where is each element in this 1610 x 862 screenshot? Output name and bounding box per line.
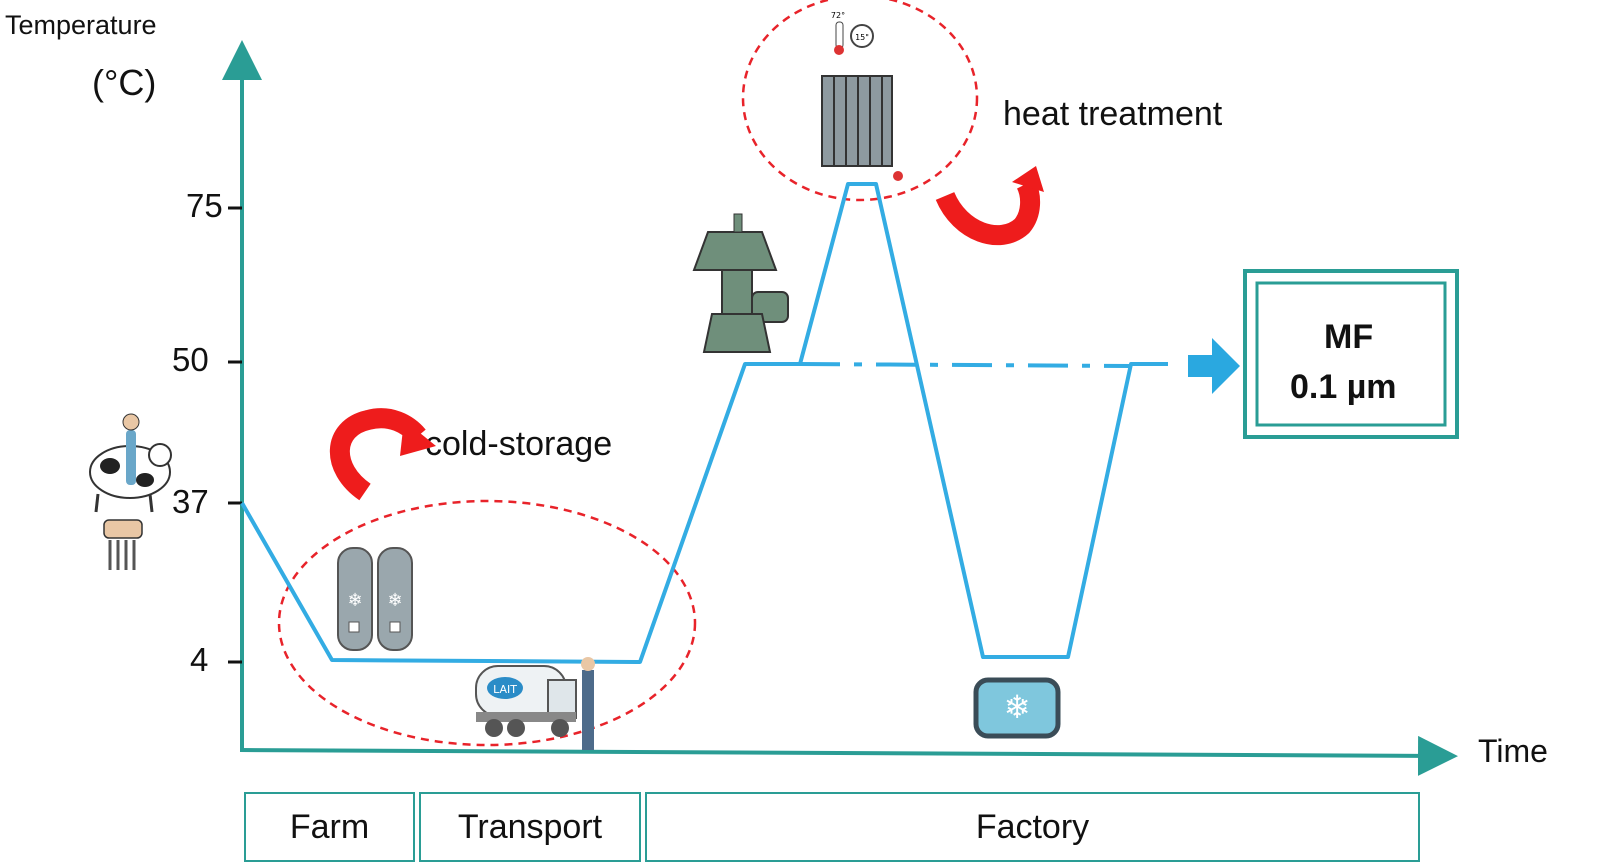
cooling-tank-icon: ❄ xyxy=(973,677,1061,739)
stage-transport-label: Transport xyxy=(457,807,603,846)
cold-storage-label: cold-storage xyxy=(425,425,613,463)
y-tick-4: 4 xyxy=(190,641,209,678)
stage-factory-label: Factory xyxy=(975,807,1090,846)
farm-milking-icon xyxy=(89,413,172,570)
svg-text:❄: ❄ xyxy=(347,590,362,611)
x-axis xyxy=(239,735,1458,776)
svg-text:❄: ❄ xyxy=(387,590,402,611)
cold-storage-curved-arrow xyxy=(329,408,436,501)
y-axis-label: Temperature xyxy=(5,10,157,40)
truck-label: LAIT xyxy=(493,683,517,696)
stage-farm: Farm xyxy=(244,792,415,862)
y-axis-unit: (°C) xyxy=(92,62,157,103)
to-mf-arrow xyxy=(1188,338,1240,394)
mf-label: MF xyxy=(1324,318,1374,356)
heat-treatment-circle xyxy=(741,0,979,202)
stage-transport: Transport xyxy=(419,792,641,862)
thermometer-label: 72° xyxy=(831,11,845,20)
y-tick-37: 37 xyxy=(172,483,209,520)
centrifuge-separator-icon xyxy=(692,213,789,353)
y-tick-50: 50 xyxy=(172,341,209,378)
stage-factory: Factory xyxy=(645,792,1420,862)
heat-exchanger-icon: 72° 15" xyxy=(821,11,903,181)
cold-storage-tanks-icon: ❄ ❄ xyxy=(337,547,413,651)
temperature-profile-line xyxy=(240,182,1168,664)
svg-text:❄: ❄ xyxy=(1004,688,1031,726)
mf-box-inner xyxy=(1255,281,1447,427)
cold-storage-circle xyxy=(277,499,697,747)
milk-truck-icon: LAIT xyxy=(475,657,595,750)
stage-farm-label: Farm xyxy=(289,807,370,846)
y-tick-75: 75 xyxy=(186,187,223,224)
heat-treatment-curved-arrow xyxy=(935,166,1044,246)
x-axis-label: Time xyxy=(1478,733,1548,769)
heat-treatment-label: heat treatment xyxy=(1003,95,1223,133)
mf-pore-size: 0.1 µm xyxy=(1290,368,1397,406)
y-tick-marks xyxy=(228,206,242,664)
timer-label: 15" xyxy=(855,33,869,42)
holding-dash-line xyxy=(799,362,1132,368)
mf-box-outer xyxy=(1243,269,1459,439)
